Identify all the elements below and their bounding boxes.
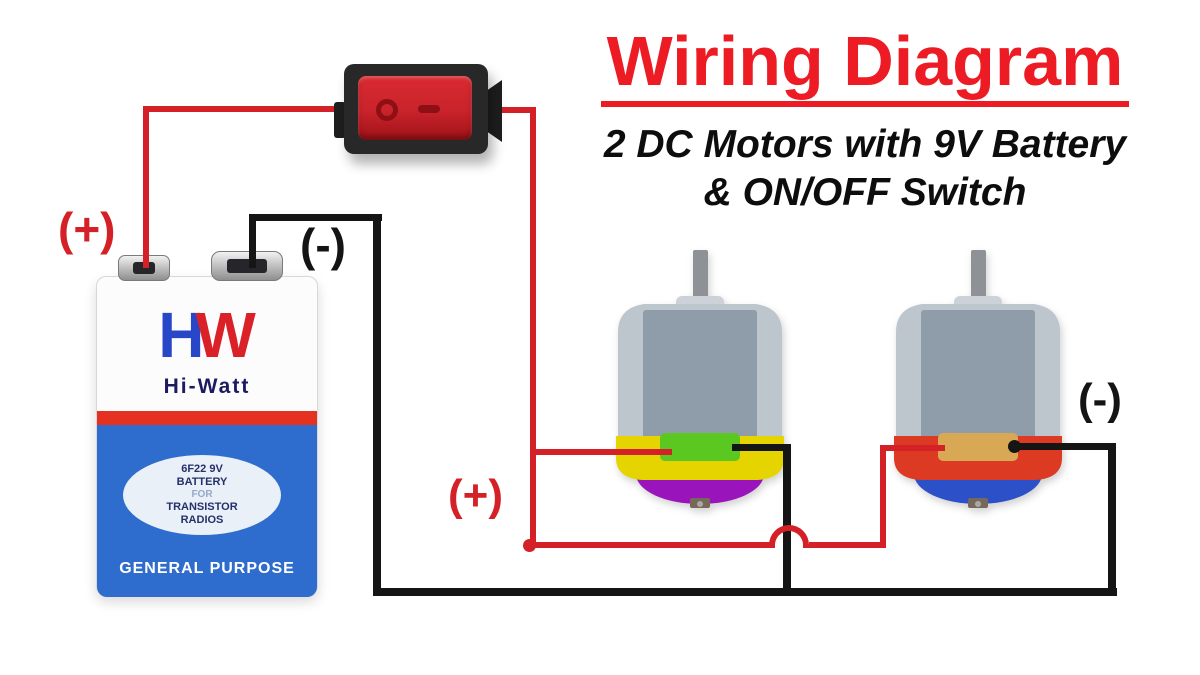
dc-motor-right [894,250,1062,508]
battery-spec-transistor: TRANSISTOR [166,500,238,513]
title-block: Wiring Diagram 2 DC Motors with 9V Batte… [560,26,1170,216]
battery-spec-radios: RADIOS [180,513,224,526]
switch-on-marking [418,105,440,113]
battery-logo: HW [97,303,317,367]
switch-right-mount-wing [486,80,502,142]
subtitle-line-2: & ON/OFF Switch [703,170,1027,214]
black-wire-top-horizontal [249,214,382,221]
red-wire-from-switch [480,107,536,113]
battery-spec-type: 6F22 9V [181,463,223,476]
battery-label-top [97,277,317,411]
red-wire-to-switch [143,106,350,112]
motor-negative-label: (-) [1078,375,1122,424]
motor-face [921,310,1035,438]
subtitle-line-1: 2 DC Motors with 9V Battery [603,123,1127,166]
motor-shaft [693,250,708,310]
black-wire-motor2-terminal [1012,443,1115,450]
battery-spec-for: FOR [191,489,213,501]
motor-terminal-block [660,433,740,461]
motor-bottom-screw [975,501,981,507]
subtitle: 2 DC Motors with 9V Battery & ON/OFF Swi… [560,121,1170,216]
motor-bottom-screw [697,501,703,507]
dc-motor-left [616,250,784,508]
battery-logo-w: W [195,299,256,371]
red-wire-lower-horizontal-right [809,542,886,548]
black-wire-terminal-tip [1008,440,1021,453]
switch-left-tab [334,102,346,138]
battery-negative-terminal [211,251,283,281]
battery-red-stripe [97,411,317,425]
battery-brand-name: Hi-Watt [163,375,251,398]
red-wire-lower-horizontal-left [530,542,770,548]
nine-volt-battery: HW Hi-Watt 6F22 9V BATTERY FOR TRANSISTO… [96,276,318,597]
negative-terminal-slot [227,259,267,273]
red-wire-motor2-up [880,445,886,548]
red-wire-main-vertical [530,107,536,548]
red-wire-battery-positive-up [143,106,149,268]
page-title: Wiring Diagram [600,26,1130,107]
battery-footer-text: GENERAL PURPOSE [119,560,295,577]
black-wire-motor1-down [783,448,791,596]
black-wire-left-vertical [373,214,381,596]
black-wire-battery-negative-up [249,216,256,268]
motor-positive-label: (+) [448,471,503,520]
black-wire-motor1-terminal [732,444,791,451]
red-wire-motor1-branch [530,449,672,455]
battery-logo-h: H [158,299,205,371]
red-wire-junction-dot [523,539,536,552]
black-wire-right-vertical [1108,443,1116,596]
black-wire-bottom-bus [373,588,1117,596]
motor-face [643,310,757,438]
motor-terminal-block [938,433,1018,461]
battery-negative-label: (-) [300,219,346,271]
switch-off-marking [376,99,398,121]
motor-shaft [971,250,986,310]
battery-spec-battery: BATTERY [176,476,228,489]
red-wire-motor2-terminal [880,445,945,451]
battery-positive-label: (+) [58,203,116,255]
red-wire-crossover-hop [769,525,809,548]
positive-terminal-slot [133,262,155,274]
battery-spec-oval: 6F22 9V BATTERY FOR TRANSISTOR RADIOS [123,455,281,535]
